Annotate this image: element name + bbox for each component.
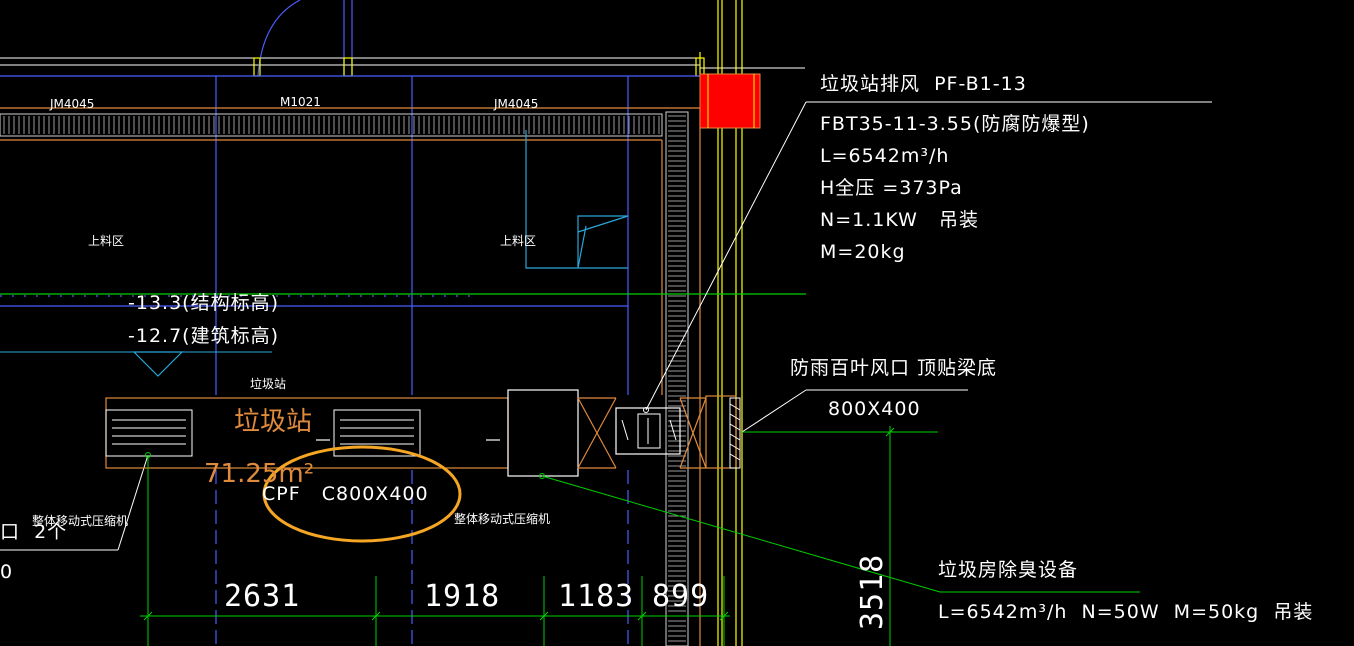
blue-wall-lines bbox=[0, 75, 700, 646]
deodor-spec: L=6542m³/h N=50W M=50kg 吊装 bbox=[938, 601, 1313, 623]
cyan-stair-symbol bbox=[525, 130, 629, 269]
right-structure-lines bbox=[0, 0, 806, 646]
leader-lines bbox=[0, 101, 1212, 551]
orange-wall-outline bbox=[0, 107, 701, 646]
duct-size-label: CPF C800X400 bbox=[262, 483, 429, 505]
compressor-label-left: 整体移动式压缩机 bbox=[32, 513, 128, 528]
dimension-1183: 1183 bbox=[558, 579, 634, 614]
dimension-1918: 1918 bbox=[424, 579, 500, 614]
duct-highlight-ellipse bbox=[262, 445, 462, 543]
fan-power: N=1.1KW 吊装 bbox=[820, 209, 979, 231]
door-label-left: JM4045 bbox=[49, 97, 94, 111]
duct-run bbox=[105, 389, 737, 477]
fan-airflow: L=6542m³/h bbox=[820, 145, 949, 167]
fan-model: FBT35-11-3.55(防腐防爆型) bbox=[820, 113, 1090, 135]
exhaust-fan-symbol bbox=[699, 73, 761, 129]
door-label-middle: M1021 bbox=[280, 95, 321, 109]
station-label-small: 垃圾站 bbox=[250, 376, 286, 391]
vertical-dimension-3518: 3518 bbox=[855, 554, 890, 630]
door-label-right: JM4045 bbox=[493, 97, 538, 111]
leader-dot-right bbox=[539, 473, 545, 479]
dimension-lines bbox=[140, 426, 1140, 646]
fan-pressure: H全压 =373Pa bbox=[820, 177, 963, 199]
leader-dot-fan bbox=[643, 407, 649, 413]
door-jambs bbox=[253, 57, 705, 77]
elevation-structural: -13.3(结构标高) bbox=[128, 292, 279, 314]
compressor-grille-left bbox=[105, 409, 193, 457]
fan-mass: M=20kg bbox=[820, 241, 906, 263]
station-area: 71.25m² bbox=[204, 459, 314, 489]
elevation-architectural: -12.7(建筑标高) bbox=[128, 325, 279, 347]
partial-label-left-2: 0 bbox=[0, 561, 13, 583]
compressor-label-right: 整体移动式压缩机 bbox=[454, 511, 550, 526]
fan-title: 垃圾站排风 PF-B1-13 bbox=[820, 73, 1027, 95]
leader-dot-left bbox=[145, 452, 151, 458]
partial-label-left: 口 2个 bbox=[0, 521, 67, 543]
elevation-marker bbox=[132, 351, 184, 377]
fan-internal-symbol bbox=[621, 413, 677, 449]
zone-label-loading-right: 上料区 bbox=[500, 234, 536, 248]
dimension-2631: 2631 bbox=[224, 579, 300, 614]
hatched-wall-band bbox=[0, 111, 689, 646]
louver-title: 防雨百叶风口 顶贴梁底 bbox=[790, 357, 997, 379]
louver-size: 800X400 bbox=[828, 398, 921, 420]
station-label-large: 垃圾站 bbox=[234, 407, 312, 437]
louver-grille bbox=[729, 397, 741, 469]
compressor-grille-right bbox=[333, 409, 421, 457]
top-boundary-lines bbox=[0, 57, 805, 77]
zone-label-loading-left: 上料区 bbox=[88, 234, 124, 248]
dimension-899: 899 bbox=[652, 579, 709, 614]
deodor-title: 垃圾房除臭设备 bbox=[938, 559, 1078, 581]
